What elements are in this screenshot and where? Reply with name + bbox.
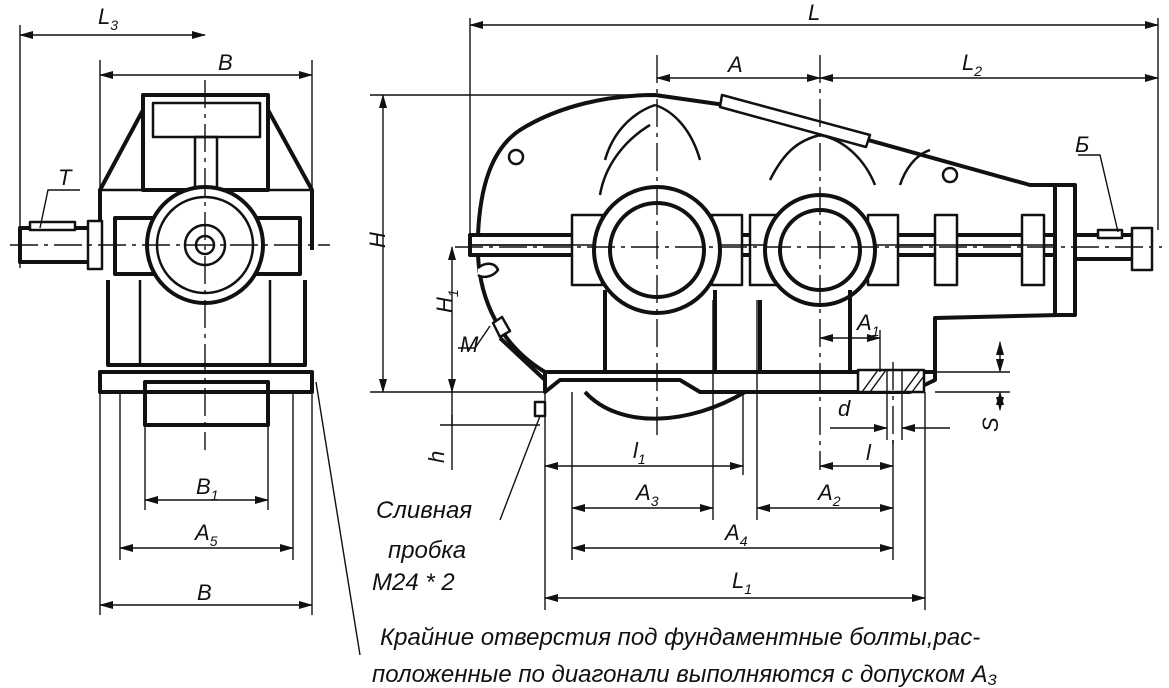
drain-plug-line3: М24 * 2	[372, 569, 455, 596]
side-view	[10, 25, 330, 615]
label-a3: A3	[634, 480, 659, 509]
drain-plug-line2: пробка	[388, 537, 466, 564]
label-b-top: B	[218, 50, 233, 75]
drain-plug-line1: Сливная	[376, 497, 472, 524]
label-a: A	[726, 52, 743, 77]
leader-footnote	[315, 381, 361, 656]
front-inspection-cover	[718, 93, 872, 149]
side-body-lower	[106, 280, 307, 367]
leader-t	[39, 189, 80, 229]
label-a2: A2	[816, 480, 841, 509]
label-l2: L2	[962, 50, 982, 79]
front-base-plate	[543, 370, 937, 394]
front-view	[315, 18, 1162, 656]
label-l3: L3	[98, 4, 118, 33]
label-t: T	[58, 165, 73, 190]
side-base-foot	[143, 380, 270, 427]
label-h1: H1	[432, 289, 461, 313]
lifting-lug-right	[941, 166, 959, 184]
side-inspection-cover	[151, 101, 262, 139]
label-a1: A1	[855, 310, 879, 339]
label-h: H	[365, 232, 390, 248]
label-b-bottom: B	[197, 580, 212, 605]
lifting-lug-left	[507, 148, 525, 166]
foundation-bolt-hole	[856, 362, 926, 445]
label-l-small: l	[866, 440, 872, 465]
label-h-small: h	[424, 451, 449, 463]
label-l: L	[808, 0, 820, 25]
label-m: M	[460, 332, 479, 357]
label-a4: A4	[723, 520, 748, 549]
leader-drain	[499, 415, 541, 521]
drain-plug	[533, 400, 547, 418]
leader-bcyr	[1078, 154, 1119, 233]
label-a5: A5	[193, 520, 218, 549]
label-b1: B1	[196, 474, 218, 503]
label-bcyr: Б	[1075, 132, 1089, 157]
label-d: d	[838, 396, 851, 421]
label-s: S	[978, 417, 1003, 432]
leader-m	[458, 325, 491, 349]
label-l1-small: l1	[633, 438, 646, 467]
footnote-line2: положенные по диагонали выполняются с до…	[372, 661, 997, 688]
footnote-line1: Крайние отверстия под фундаментные болты…	[380, 624, 980, 651]
label-l1: L1	[732, 568, 752, 597]
